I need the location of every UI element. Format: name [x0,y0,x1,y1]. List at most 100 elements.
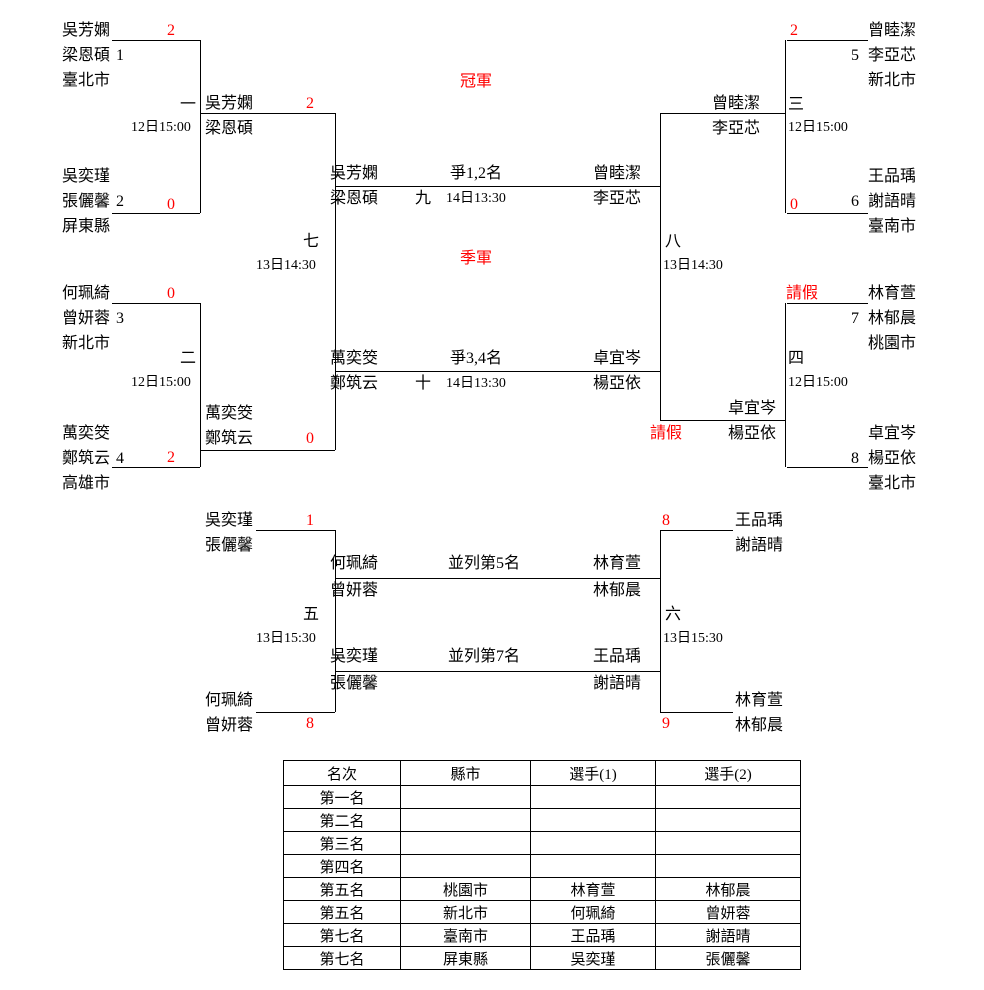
match4-time: 12日15:00 [788,375,848,390]
player2-cell: 曾妍蓉 [655,900,801,924]
team5-player1: 曾睦潔 [868,22,917,39]
final-match-title: 爭1,2名 [450,165,503,182]
match3-winner-player1: 曾睦潔 [712,95,761,112]
bracket-vline [335,113,336,450]
match6-score-top: 8 [662,512,670,529]
consolationC-player2: 謝語晴 [735,537,784,554]
team2-city: 屏東縣 [62,218,111,235]
match1-score-top: 2 [167,22,175,39]
city-cell [400,808,531,832]
table-row: 第四名 [283,854,801,878]
bracket-hline [660,530,733,531]
match1-score-bottom: 0 [167,196,175,213]
match6-number: 六 [665,606,682,623]
team1-player2: 梁恩碩 [62,47,111,64]
bracket-vline [335,530,336,712]
match8-number: 八 [665,233,682,250]
match4-number: 四 [788,350,805,367]
bracket-hline [660,420,785,421]
player1-cell: 吳奕瑾 [530,946,656,970]
player2-cell: 林郁晨 [655,877,801,901]
final-right-player2: 李亞芯 [593,190,642,207]
team5-city: 新北市 [868,72,917,89]
bracket-hline [200,113,335,114]
consolationC-player1: 王品瑀 [735,512,784,529]
match2-score-top: 0 [167,285,175,302]
tie-5th-label: 並列第5名 [448,555,521,572]
team3-player2: 曾妍蓉 [62,310,111,327]
final-left-player2: 梁恩碩 [330,190,379,207]
match8-time: 13日14:30 [663,258,723,273]
header-player2: 選手(2) [655,760,801,786]
bracket-vline [200,303,201,467]
city-cell [400,854,531,878]
match1-winner-player2: 梁恩碩 [205,120,254,137]
table-header-row: 名次 縣市 選手(1) 選手(2) [283,760,801,786]
bracket-hline [787,40,868,41]
table-row: 第七名 臺南市 王品瑀 謝語晴 [283,923,801,947]
third-left-player2: 鄭筑云 [330,375,379,392]
bracket-hline [335,578,660,579]
match7-number: 七 [303,233,320,250]
city-cell [400,785,531,809]
match1-number: 一 [180,96,197,113]
rank-cell: 第一名 [283,785,401,809]
match6-time: 13日15:30 [663,631,723,646]
match4-winner-player1: 卓宜岑 [728,400,777,417]
team1-seed: 1 [116,47,124,64]
bracket-hline [335,371,660,372]
third-right-player2: 楊亞依 [593,375,642,392]
bracket-hline [200,450,335,451]
match3-winner-player2: 李亞芯 [712,120,761,137]
bracket-hline [112,40,200,41]
bracket-hline [112,467,200,468]
match5-score-top: 1 [306,512,314,529]
bracket-hline [112,303,200,304]
city-cell: 臺南市 [400,923,531,947]
team4-seed: 4 [116,450,124,467]
match1-time: 12日15:00 [131,120,191,135]
team6-player1: 王品瑀 [868,168,917,185]
city-cell: 屏東縣 [400,946,531,970]
third-left-player1: 萬奕筊 [330,350,379,367]
third-right-player1: 卓宜岑 [593,350,642,367]
rank-cell: 第四名 [283,854,401,878]
ranking-table: 名次 縣市 選手(1) 選手(2) 第一名 第二名 第三名 第四名 [283,760,801,970]
player1-cell [530,854,656,878]
match9-time: 14日13:30 [446,191,506,206]
seventh-right-player2: 謝語晴 [593,675,642,692]
fifth-left-player1: 何珮綺 [330,555,379,572]
player2-cell [655,785,801,809]
team7-seed: 7 [851,310,859,327]
player2-cell: 謝語晴 [655,923,801,947]
table-row: 第一名 [283,785,801,809]
match3-score-top: 2 [790,22,798,39]
match7-time: 13日14:30 [256,258,316,273]
consolationA-player2: 張儷馨 [205,537,254,554]
team6-city: 臺南市 [868,218,917,235]
player1-cell [530,831,656,855]
bracket-vline [660,530,661,712]
match10-number: 十 [415,375,432,392]
consolationB-player1: 何珮綺 [205,692,254,709]
team8-player1: 卓宜岑 [868,425,917,442]
bracket-hline [256,712,335,713]
bracket-vline [200,40,201,213]
rank-cell: 第七名 [283,946,401,970]
rank-cell: 第二名 [283,808,401,832]
match3-time: 12日15:00 [788,120,848,135]
table-row: 第七名 屏東縣 吳奕瑾 張儷馨 [283,946,801,970]
team1-city: 臺北市 [62,72,111,89]
team5-seed: 5 [851,47,859,64]
team4-city: 高雄市 [62,475,111,492]
team7-city: 桃園市 [868,335,917,352]
team2-player2: 張儷馨 [62,193,111,210]
seventh-left-player2: 張儷馨 [330,675,379,692]
champion-label: 冠軍 [460,73,493,90]
match3-score-bottom: 0 [790,196,798,213]
table-row: 第三名 [283,831,801,855]
team6-seed: 6 [851,193,859,210]
player2-cell: 張儷馨 [655,946,801,970]
bracket-hline [335,186,660,187]
